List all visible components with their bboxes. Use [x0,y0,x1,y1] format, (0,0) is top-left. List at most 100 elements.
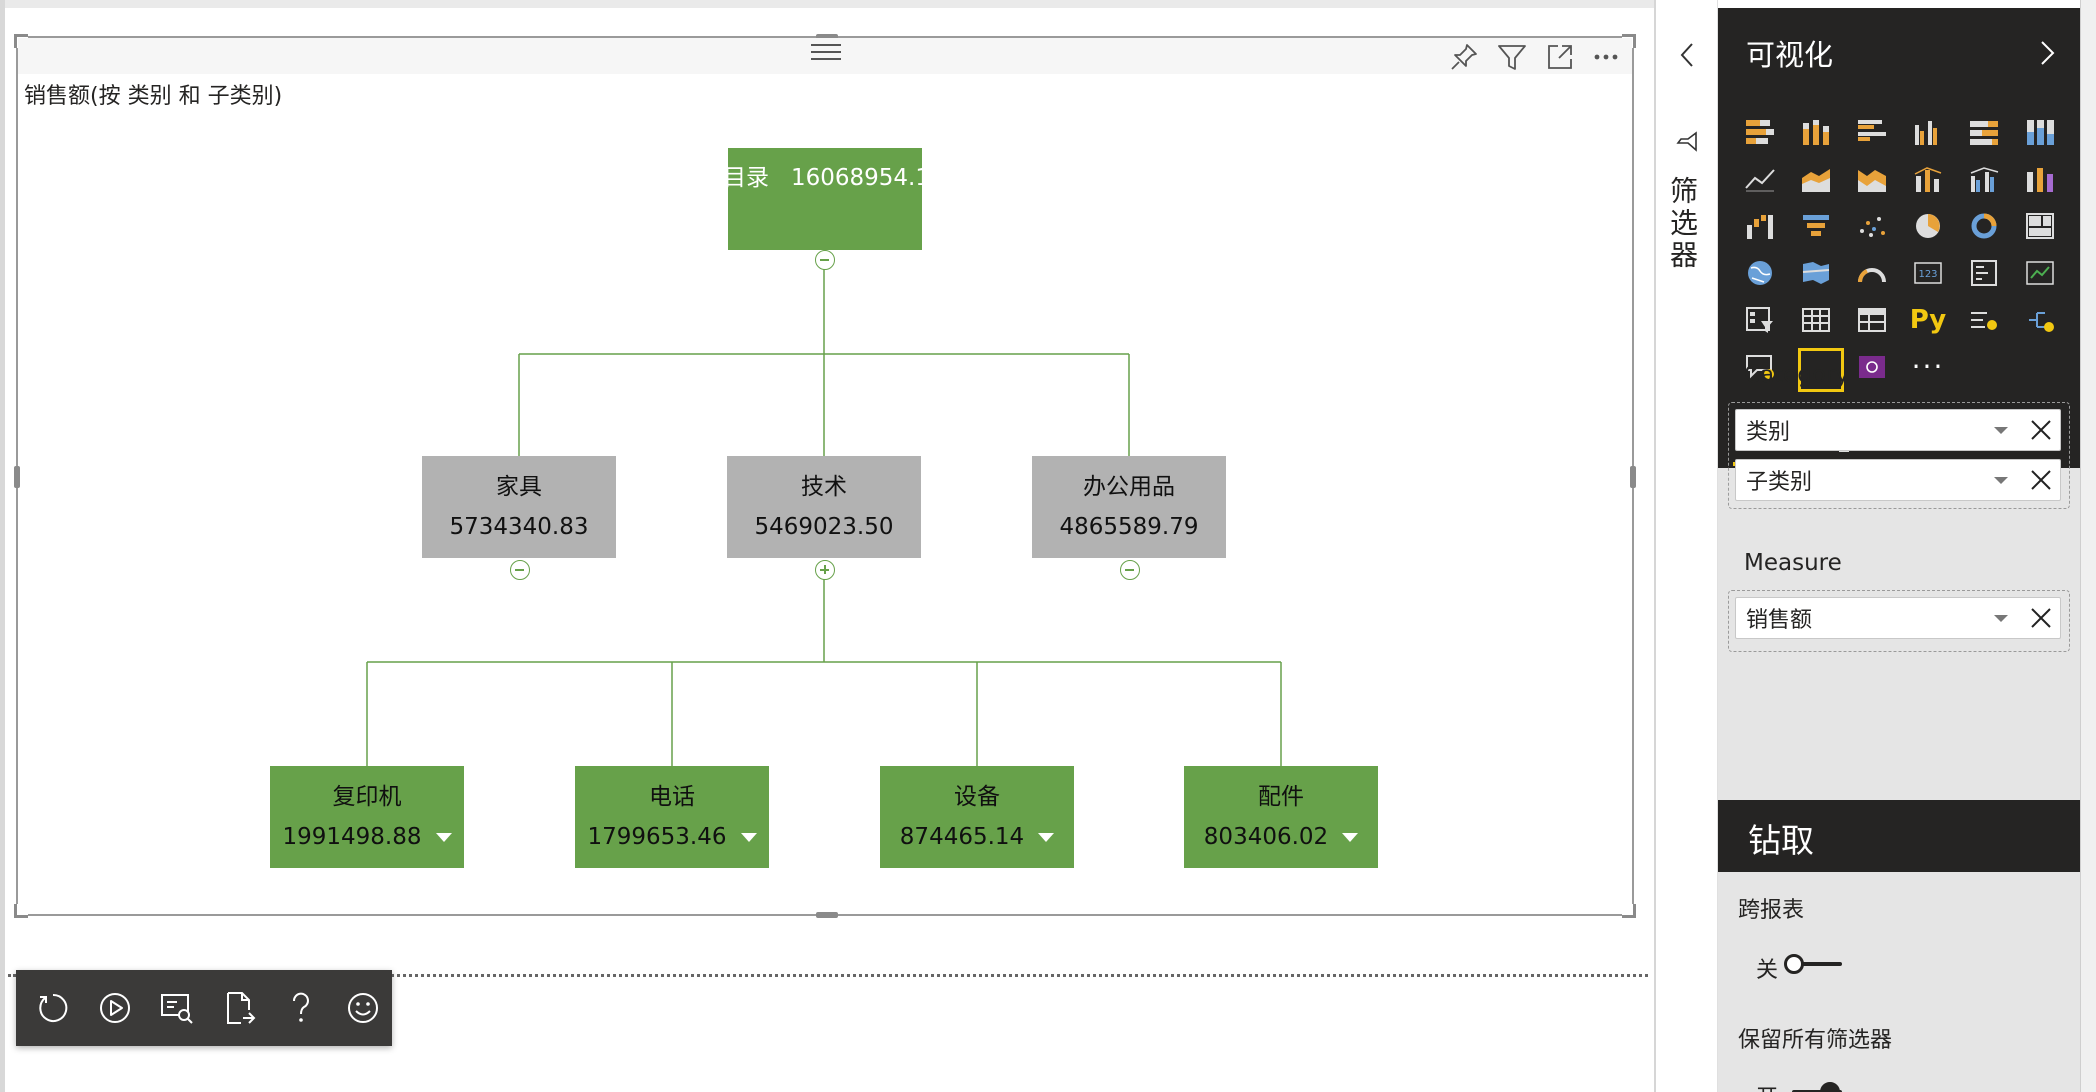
remove-field-icon[interactable] [2026,415,2056,445]
python-visual-icon[interactable]: Py [1909,304,1947,335]
scatter-chart-icon[interactable] [1844,202,1900,249]
waterfall-chart-icon[interactable] [1732,202,1788,249]
tree-node-subcategory[interactable]: 复印机 1991498.88 [270,766,464,868]
100-stacked-bar-chart-icon[interactable] [1956,108,2012,155]
drag-grip-icon[interactable] [811,44,841,60]
resize-handle-bottom-left[interactable] [14,904,28,918]
custom-visual-selected-icon[interactable] [1788,343,1844,392]
resize-handle-bottom[interactable] [816,912,838,918]
drillthrough-title: 钻取 [1748,821,1814,860]
funnel-chart-icon[interactable] [1788,202,1844,249]
tree-node-subcategory[interactable]: 配件 803406.02 [1184,766,1378,868]
map-icon[interactable] [1732,249,1788,296]
right-scrollbar[interactable] [2080,0,2096,1092]
help-icon[interactable] [282,988,320,1028]
stacked-bar-chart-icon[interactable] [1732,108,1788,155]
collapse-toggle-icon[interactable] [510,560,530,580]
clustered-column-chart-icon[interactable] [1900,108,1956,155]
drill-down-caret-icon[interactable] [740,832,757,842]
field-pill[interactable]: 销售额 [1735,597,2061,639]
gauge-icon[interactable] [1844,249,1900,296]
slicer-icon[interactable] [1732,296,1788,343]
refresh-icon[interactable] [34,988,72,1028]
tree-node-category[interactable]: 家具 5734340.83 [422,456,616,558]
chevron-down-icon[interactable] [1994,615,2008,622]
canvas-top-strip [0,0,1654,8]
field-pill[interactable]: 类别 [1735,409,2061,451]
chevron-down-icon[interactable] [1994,477,2008,484]
inspect-visual-icon[interactable] [158,988,196,1028]
area-chart-icon[interactable] [1788,155,1844,202]
drill-down-caret-icon[interactable] [1038,832,1055,842]
donut-chart-icon[interactable] [1956,202,2012,249]
expand-toggle-icon[interactable] [815,560,835,580]
visualizations-pane: 可视化 [1718,8,2080,1092]
filters-pane-collapsed[interactable]: 筛选器 [1656,0,1718,1092]
remove-field-icon[interactable] [2026,465,2056,495]
node-value: 1799653.46 [587,824,727,850]
key-influencers-icon[interactable] [1956,296,2012,343]
tree-node-category[interactable]: 技术 5469023.50 [727,456,921,558]
drill-down-caret-icon[interactable] [435,832,452,842]
qa-visual-icon[interactable] [1732,343,1788,390]
resize-handle-left[interactable] [14,466,20,488]
resize-handle-right[interactable] [1630,466,1636,488]
ribbon-chart-icon[interactable] [2012,155,2068,202]
collapse-toggle-icon[interactable] [815,250,835,270]
multi-row-card-icon[interactable] [1956,249,2012,296]
tree-node-category[interactable]: 办公用品 4865589.79 [1032,456,1226,558]
treemap-icon[interactable] [2012,202,2068,249]
line-and-stacked-column-chart-icon[interactable] [1900,155,1956,202]
line-and-clustered-column-chart-icon[interactable] [1956,155,2012,202]
kpi-icon[interactable] [2012,249,2068,296]
chevron-right-icon[interactable] [2034,38,2060,68]
line-chart-icon[interactable] [1732,155,1788,202]
more-options-icon[interactable] [1586,40,1626,74]
remove-field-icon[interactable] [2026,603,2056,633]
100-stacked-column-chart-icon[interactable] [2012,108,2068,155]
node-value: 16068954.1 [790,165,922,191]
keep-filters-toggle[interactable] [1784,1080,1844,1092]
collapse-toggle-icon[interactable] [1120,560,1140,580]
stacked-column-chart-icon[interactable] [1788,108,1844,155]
node-label: 录目录 [728,165,770,191]
tree-node-subcategory[interactable]: 电话 1799653.46 [575,766,769,868]
canvas-divider [1654,0,1656,1092]
keep-filters-state: 开 [1756,1080,1778,1092]
node-label: 配件 [1258,784,1304,810]
field-pill[interactable]: 子类别 [1735,459,2061,501]
table-icon[interactable] [1788,296,1844,343]
play-icon[interactable] [96,988,134,1028]
resize-handle-top[interactable] [816,34,838,40]
card-icon[interactable]: 123 [1900,249,1956,296]
svg-text:123: 123 [1918,269,1937,280]
filled-map-icon[interactable] [1788,249,1844,296]
chevron-down-icon[interactable] [1994,427,2008,434]
node-label: 设备 [954,784,1000,810]
matrix-icon[interactable] [1844,296,1900,343]
cross-report-toggle[interactable] [1784,952,1844,976]
tree-node-subcategory[interactable]: 设备 874465.14 [880,766,1074,868]
export-icon[interactable] [220,988,258,1028]
drill-down-caret-icon[interactable] [1342,832,1359,842]
page-boundary [8,974,1648,977]
smiley-icon[interactable] [344,988,382,1028]
decomposition-tree-icon[interactable] [2012,296,2068,343]
chevron-left-icon[interactable] [1672,40,1702,70]
pie-chart-icon[interactable] [1900,202,1956,249]
field-name: 子类别 [1746,470,1813,495]
powerapps-visual-icon[interactable] [1844,343,1900,390]
pin-icon[interactable] [1444,40,1484,74]
node-label: 家具 [496,474,542,500]
stacked-area-chart-icon[interactable] [1844,155,1900,202]
clustered-bar-chart-icon[interactable] [1844,108,1900,155]
resize-handle-bottom-right[interactable] [1622,904,1636,918]
focus-mode-icon[interactable] [1540,40,1580,74]
tree-node-root[interactable]: 录目录 16068954.1 [728,148,922,250]
decomposition-tree-visual[interactable]: 销售额(按 类别 和 子类别) 录目录 16068954.1 [14,34,1636,918]
category-well[interactable]: 类别 子类别 [1728,402,2070,509]
measure-well[interactable]: 销售额 [1728,590,2070,652]
category-well-label: Category [1744,362,1850,388]
filter-icon[interactable] [1492,40,1532,74]
get-more-visuals-icon[interactable]: ··· [1911,350,1945,383]
